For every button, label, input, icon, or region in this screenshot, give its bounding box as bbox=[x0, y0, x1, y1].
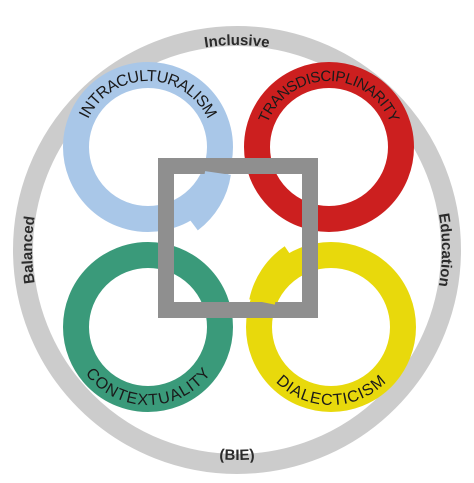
outer-label-bottom: (BIE) bbox=[219, 446, 255, 464]
center-square bbox=[158, 158, 318, 318]
ring-intraculturalism bbox=[63, 62, 233, 232]
outer-label-right: Education bbox=[435, 212, 455, 288]
ring-contextuality bbox=[63, 242, 233, 412]
ring-transdisciplinarity bbox=[244, 62, 414, 232]
outer-label-top: Inclusive bbox=[203, 32, 271, 51]
outer-ring bbox=[13, 26, 461, 474]
ring-dialecticism bbox=[246, 242, 416, 412]
outer-label-left: Balanced bbox=[19, 215, 39, 285]
